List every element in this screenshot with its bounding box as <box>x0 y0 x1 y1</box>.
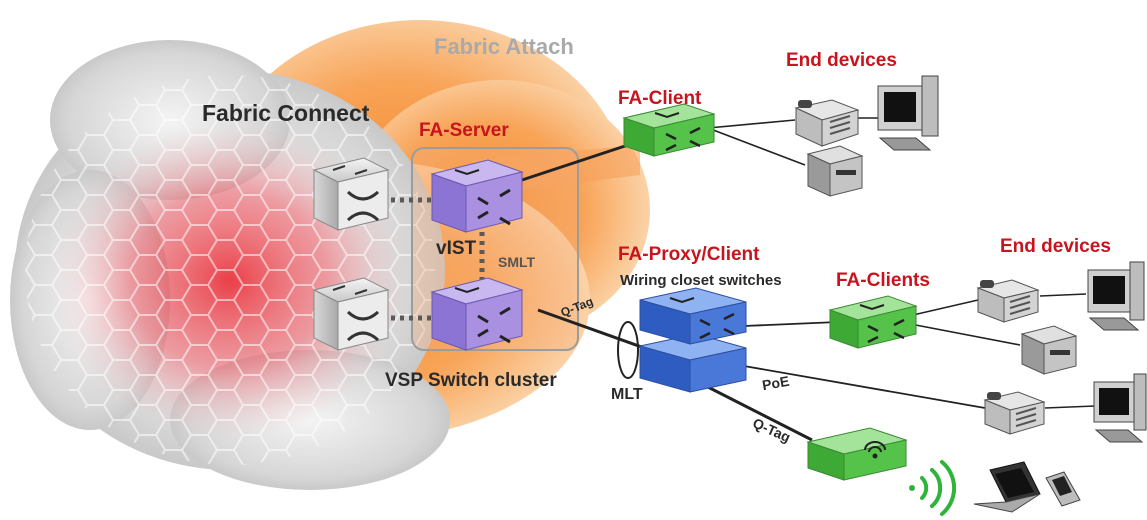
desktop-icon-bottom <box>1093 373 1147 443</box>
fabric-connect-cloud <box>10 40 450 490</box>
smlt-label: SMLT <box>498 254 536 270</box>
fa-proxy-stack <box>639 287 747 393</box>
laptop-icon <box>973 461 1041 513</box>
link-server-client <box>521 143 629 182</box>
wifi-signal-icon <box>909 460 957 516</box>
fa-server-router-bottom <box>430 277 524 351</box>
fabric-attach-label: Fabric Attach <box>434 34 574 59</box>
wireless-ap <box>806 427 908 481</box>
fa-proxy-client-label: FA-Proxy/Client <box>618 244 760 265</box>
desktop-icon-mid <box>1087 261 1145 331</box>
fa-clients-label: FA-Clients <box>836 270 930 291</box>
fa-client-label: FA-Client <box>618 88 702 109</box>
phone-icon-bottom <box>983 391 1046 435</box>
vist-label: vIST <box>436 238 477 259</box>
vsp-switch-cluster-label: VSP Switch cluster <box>385 370 557 391</box>
link-qtag-ap <box>699 381 813 442</box>
fa-server-router-top <box>430 159 524 233</box>
phone-icon-top <box>794 99 860 147</box>
end-devices-label-bottom: End devices <box>1000 236 1111 257</box>
core-switch-bottom <box>312 277 390 351</box>
printer-icon-top <box>806 145 864 197</box>
mlt-label: MLT <box>611 386 643 403</box>
fabric-connect-label: Fabric Connect <box>202 100 370 126</box>
fa-server-label: FA-Server <box>419 120 509 141</box>
core-switch-top <box>312 157 390 231</box>
connection-lines <box>521 117 1096 442</box>
link-faclients-printer <box>899 321 1021 346</box>
pda-icon <box>1045 471 1081 507</box>
link-poe <box>743 365 986 409</box>
wiring-closet-label: Wiring closet switches <box>620 272 782 289</box>
printer-icon-mid <box>1020 325 1078 375</box>
link-client-phone <box>707 119 796 129</box>
end-devices-label-top: End devices <box>786 50 897 71</box>
fa-client-router <box>622 103 716 157</box>
fa-clients-router <box>828 295 918 349</box>
desktop-icon-top <box>877 75 939 151</box>
link-phone-desktop-3 <box>1044 405 1096 409</box>
link-mlt <box>537 308 651 352</box>
link-client-printer <box>707 127 806 166</box>
mlt-bundle-ring <box>617 321 639 379</box>
link-phone-desktop-2 <box>1039 293 1087 297</box>
phone-icon-mid <box>976 279 1040 323</box>
link-proxy-faclients <box>743 321 839 327</box>
